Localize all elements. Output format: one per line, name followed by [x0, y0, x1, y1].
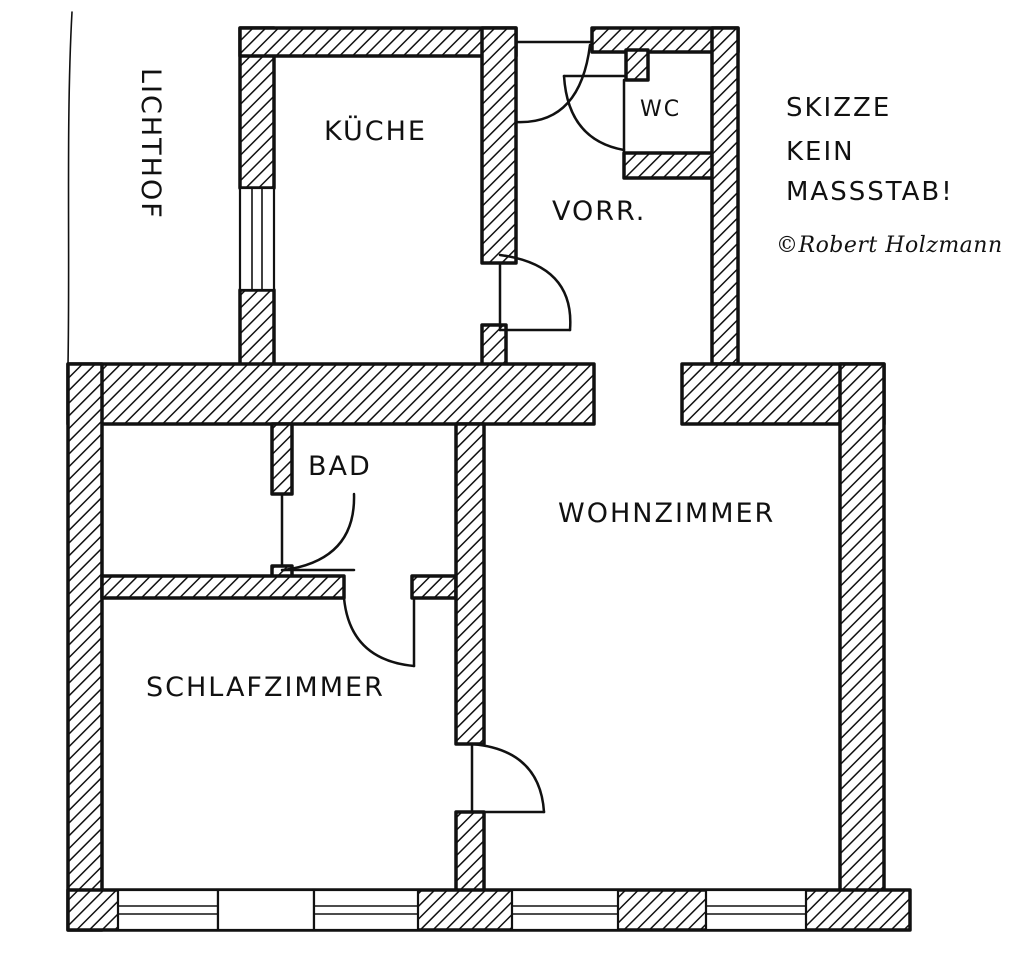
window-3	[312, 888, 420, 932]
kitchen-door	[498, 253, 572, 332]
window-4	[510, 888, 620, 932]
room-label-wohnzimmer: WOHNZIMMER	[558, 498, 775, 529]
window-5	[704, 888, 808, 932]
bad-bedroom-wall	[100, 574, 346, 600]
window-2	[216, 888, 316, 932]
room-label-schlafzimmer: SCHLAFZIMMER	[146, 672, 385, 703]
window-1	[116, 888, 220, 932]
room-label-wc: WC	[640, 97, 681, 122]
bad-door	[280, 492, 356, 572]
note-line-1: SKIZZE	[786, 93, 891, 123]
outer-right-wall	[838, 362, 886, 896]
note-line-2: KEIN	[786, 137, 855, 167]
room-label-bad: BAD	[308, 451, 372, 482]
wc-door	[562, 74, 628, 155]
middle-walls	[66, 362, 886, 426]
lichthof-area	[67, 11, 73, 366]
middle-wall-left	[66, 362, 596, 426]
kitchen-top-wall	[238, 26, 518, 58]
room-label-kueche: KÜCHE	[324, 115, 427, 147]
kitchen-left-wall-lower	[238, 288, 276, 367]
note-line-3: MASSSTAB!	[786, 177, 954, 207]
living-left-wall-lower	[454, 810, 486, 894]
copyright-note: ©Robert Holzmann	[776, 233, 1003, 258]
outer-left-wall	[66, 362, 104, 932]
room-label-vorraum: VORR.	[552, 196, 646, 227]
upper-walls	[238, 26, 740, 367]
bottom-windows	[116, 888, 808, 932]
lichthof-label: LICHTHOF	[135, 68, 166, 220]
labels: KÜCHE VORR. WC BAD WOHNZIMMER SCHLAFZIMM…	[135, 68, 1003, 703]
doors	[280, 40, 628, 814]
living-left-wall-upper	[454, 422, 486, 746]
kitchen-right-wall	[480, 26, 518, 265]
entrance-door	[514, 40, 594, 124]
right-upper-wall	[710, 26, 740, 366]
wc-bottom-wall	[622, 151, 716, 180]
bad-bedroom-wall-right	[410, 574, 458, 600]
wc-left-stub	[624, 48, 650, 82]
bedroom-door	[342, 596, 416, 668]
living-door	[470, 742, 546, 814]
kitchen-window	[238, 186, 276, 292]
lower-walls	[66, 362, 912, 932]
bad-left-stub	[270, 422, 294, 496]
